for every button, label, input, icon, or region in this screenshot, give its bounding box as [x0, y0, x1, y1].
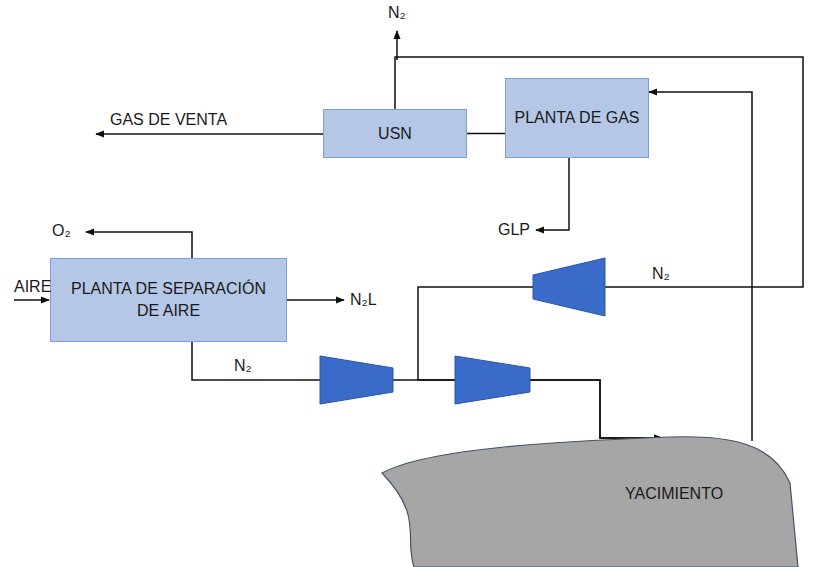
lpg-outlet-arrow — [536, 158, 569, 230]
node-label: YACIMIENTO — [625, 483, 723, 505]
stream-label: N₂L — [350, 290, 377, 310]
stream-label: GAS DE VENTA — [110, 110, 227, 130]
liquid-nitrogen-arrow — [287, 299, 344, 301]
node-label: PLANTA DE SEPARACIÓN DE AIRE — [59, 278, 278, 322]
node-label: USN — [378, 123, 412, 145]
compressor-symbol — [533, 258, 605, 316]
process-box: USN — [323, 109, 467, 158]
process-box: PLANTA DE GAS — [505, 78, 649, 158]
flow-connector — [649, 92, 752, 441]
compressor-symbol — [320, 356, 393, 404]
sales-gas-arrow — [96, 133, 323, 135]
oxygen-outlet-arrow — [86, 232, 192, 258]
stream-label: O₂ — [52, 221, 71, 241]
compressor-symbol — [455, 356, 530, 404]
process-box: PLANTA DE SEPARACIÓN DE AIRE — [50, 258, 287, 342]
air-inlet-arrow — [14, 299, 49, 301]
node-label: PLANTA DE GAS — [514, 107, 639, 129]
flow-connector — [192, 342, 662, 438]
stream-label: AIRE — [14, 277, 51, 297]
reservoir-shape: YACIMIENTO — [380, 425, 800, 567]
stream-label: GLP — [498, 220, 530, 240]
edge-label: N₂ — [232, 356, 254, 376]
reservoir-outline — [380, 425, 800, 567]
stream-label: N₂ — [388, 3, 406, 23]
edge-label: N₂ — [650, 264, 672, 284]
flow-connector — [467, 133, 505, 135]
reservoir-fill — [382, 437, 798, 567]
nitrogen-vent-arrow — [396, 31, 398, 60]
